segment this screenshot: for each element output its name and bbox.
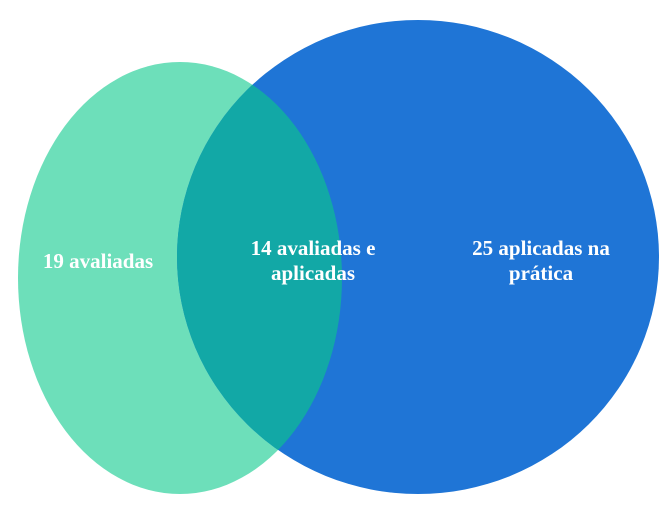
right-set-label: 25 aplicadas na prática [472, 236, 610, 285]
left-set-label: 19 avaliadas [42, 249, 154, 273]
overlap-label: 14 avaliadas e aplicadas [250, 236, 376, 285]
overlap-region [177, 62, 342, 494]
